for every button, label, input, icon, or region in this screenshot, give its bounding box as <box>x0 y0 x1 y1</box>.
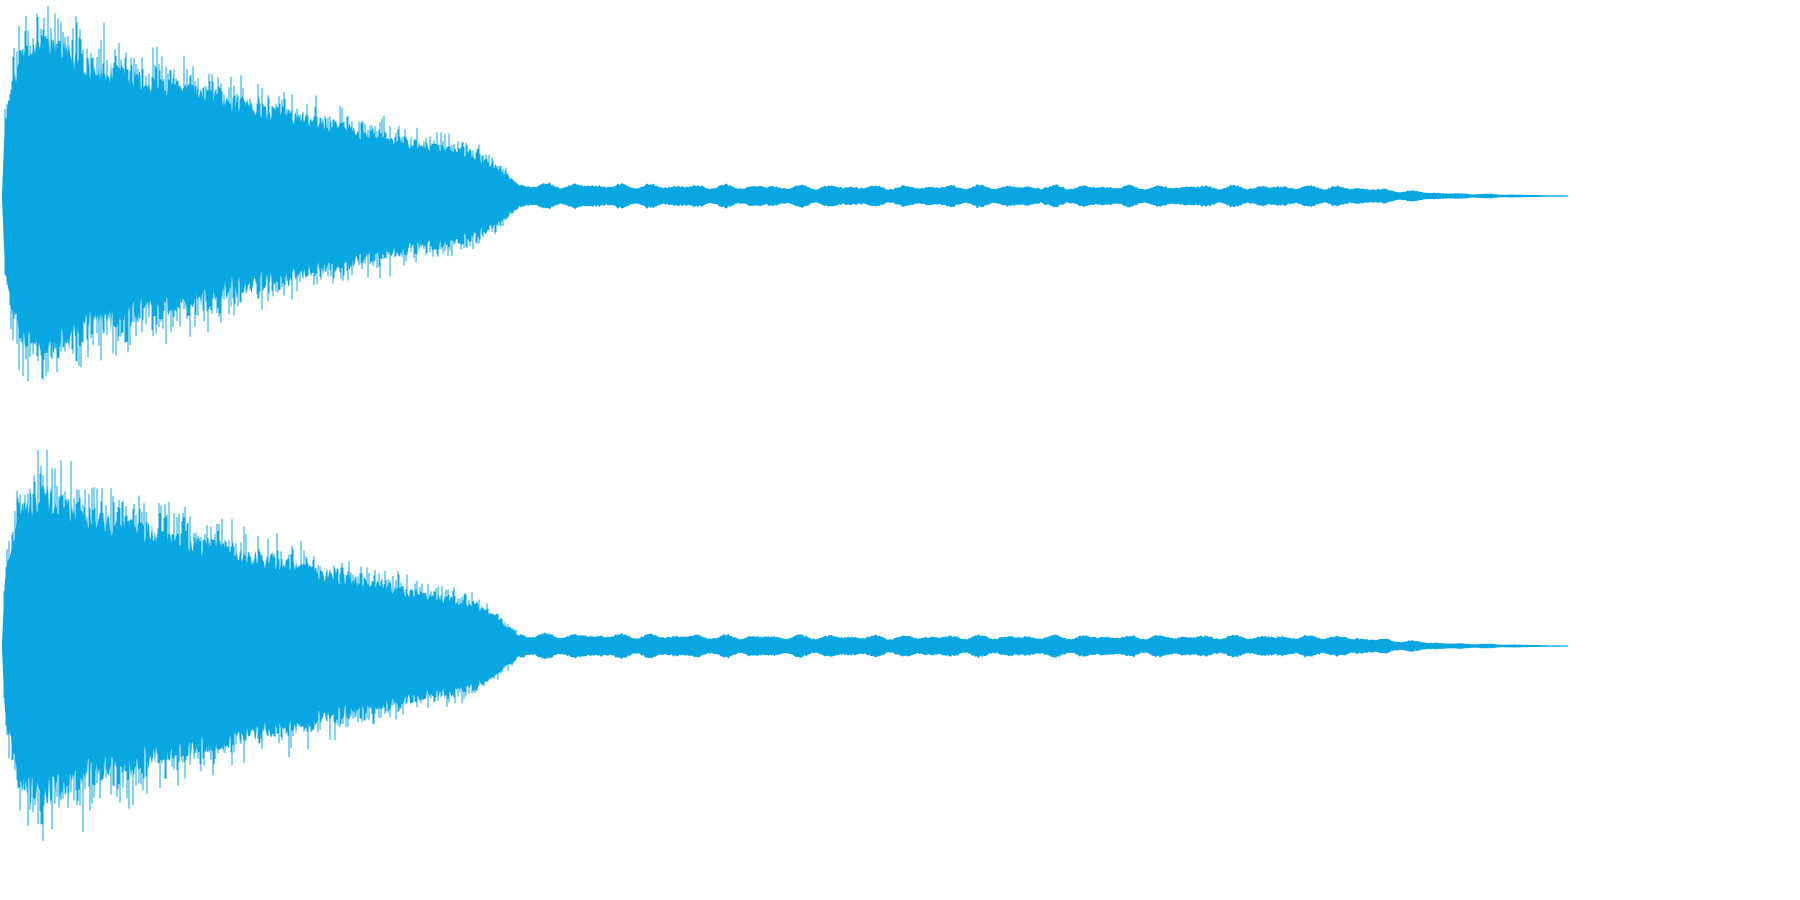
waveform-channel-right[interactable] <box>0 450 1800 900</box>
waveform-right-body <box>2 483 1568 811</box>
waveform-channel-left[interactable] <box>0 0 1800 450</box>
waveform-left-svg <box>2 6 1568 382</box>
waveform-right-svg <box>2 450 1568 841</box>
waveform-left-peaks <box>4 6 519 382</box>
waveform-left-body <box>2 34 1568 361</box>
waveform-right-peaks <box>3 450 517 841</box>
